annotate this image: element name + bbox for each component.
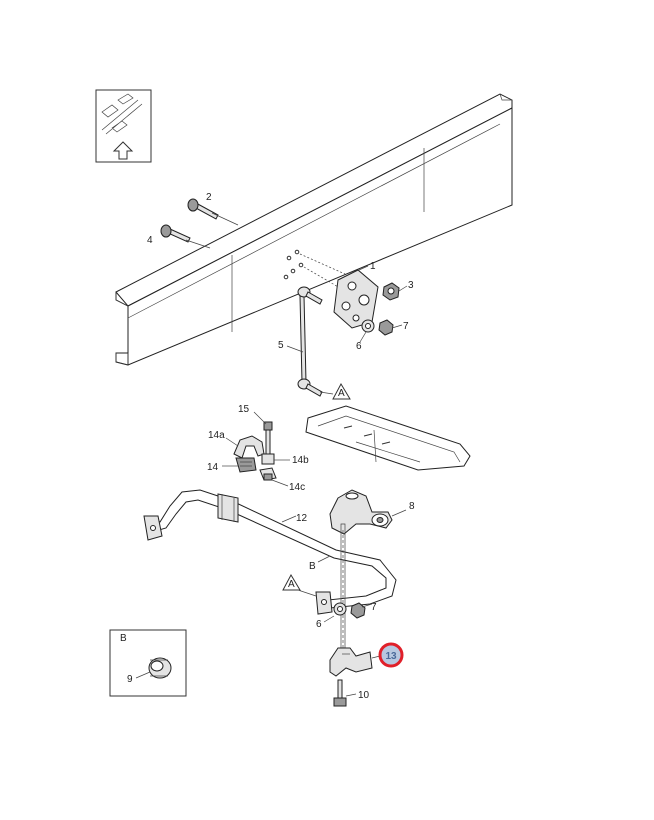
nut-7-lower (350, 602, 366, 619)
view-marker-a-upper (332, 382, 351, 400)
callout-3: 3 (408, 280, 414, 291)
frame-holes (283, 249, 346, 289)
callout-7-upper: 7 (403, 321, 409, 332)
bracket-1 (333, 269, 379, 329)
callout-1: 1 (370, 261, 376, 272)
callout-a-upper: A (338, 388, 345, 399)
callout-14: 14 (207, 462, 219, 473)
callout-8: 8 (409, 501, 415, 512)
stabilizer-bar-12 (143, 489, 397, 615)
callout-14a: 14a (208, 430, 225, 441)
inset-b: B (109, 629, 187, 697)
callout-4: 4 (147, 235, 153, 246)
callout-2: 2 (206, 192, 212, 203)
clamp-13 (329, 647, 373, 677)
bolt-2 (187, 198, 219, 220)
lower-link-rod (340, 523, 346, 659)
callout-6-upper: 6 (356, 341, 362, 352)
callout-6-lower: 6 (316, 619, 322, 630)
clamp-14a (233, 435, 265, 459)
bolt-4 (160, 224, 191, 243)
bolt-10 (333, 679, 347, 707)
callout-b-bar: B (309, 561, 316, 572)
callout-7-lower: 7 (371, 602, 377, 613)
bushing-6-upper (361, 319, 375, 333)
frame-rail (115, 93, 513, 366)
view-marker-a-lower (282, 573, 301, 591)
bushing-6-lower (333, 602, 347, 616)
nut-3 (382, 282, 400, 301)
callout-10: 10 (358, 690, 370, 701)
bracket-8 (329, 489, 393, 535)
nut-14c (259, 467, 277, 481)
arrow-up-icon (112, 141, 134, 160)
callout-12: 12 (296, 513, 308, 524)
orientation-inset (95, 89, 152, 163)
bushing-9 (148, 657, 172, 679)
callout-14b: 14b (292, 455, 309, 466)
callout-13: 13 (385, 651, 397, 662)
callout-15: 15 (238, 404, 250, 415)
link-rod-5 (297, 286, 323, 397)
callout-5: 5 (278, 340, 284, 351)
callout-a-lower: A (288, 579, 295, 590)
callout-14c: 14c (289, 482, 305, 493)
callout-9: 9 (127, 674, 133, 685)
bushing-14 (235, 457, 257, 473)
crossmember-plate (305, 405, 471, 471)
nut-14b (261, 453, 275, 465)
nut-7-upper (378, 319, 394, 336)
highlight-callout-13[interactable]: 13 (378, 642, 404, 668)
inset-b-label: B (120, 633, 127, 644)
